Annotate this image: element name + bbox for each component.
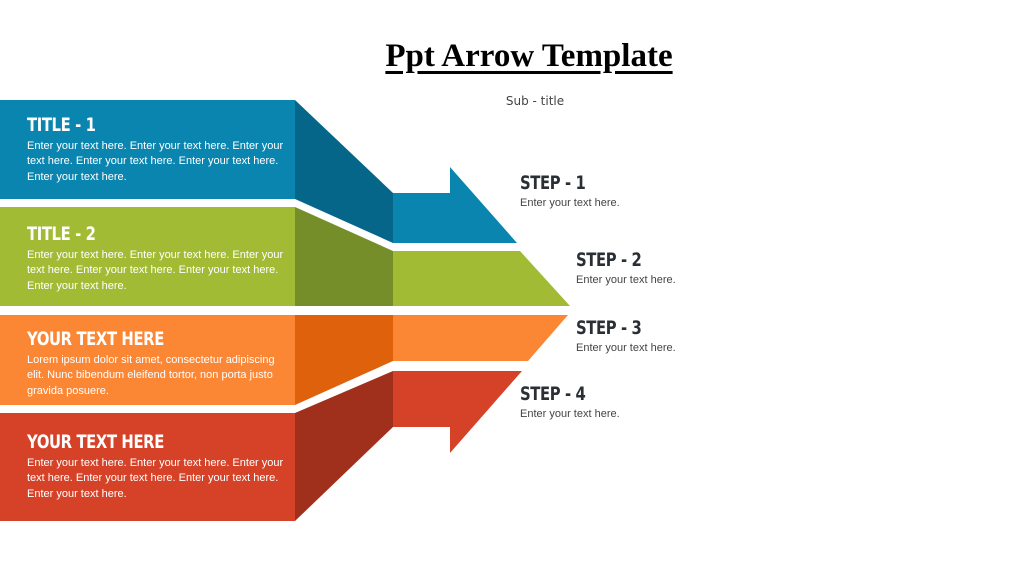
band-1-text: TITLE - 1 Enter your text here. Enter yo… (27, 113, 285, 185)
band-1-heading: TITLE - 1 (27, 114, 96, 136)
step-4-heading: STEP - 4 (520, 383, 586, 405)
slide-title-text: Ppt Arrow Template (385, 38, 673, 74)
arrow-2-side-face (295, 207, 393, 306)
arrow-4-side-face (295, 371, 393, 521)
step-2: STEP - 2 Enter your text here. (576, 248, 676, 286)
arrow-3-orange[interactable] (0, 315, 568, 405)
step-3-body: Enter your text here. (576, 342, 676, 354)
arrow-4-front-face (0, 413, 295, 521)
band-4-body: Enter your text here. Enter your text he… (27, 457, 284, 500)
arrow-2-front-face (0, 207, 295, 306)
band-3-heading: YOUR TEXT HERE (27, 328, 164, 350)
slide-subtitle-text: Sub - title (505, 94, 565, 108)
arrow-2-head (393, 251, 570, 306)
arrow-1-head (393, 167, 517, 243)
step-4: STEP - 4 Enter your text here. (520, 382, 620, 420)
band-1-body: Enter your text here. Enter your text he… (27, 140, 284, 183)
step-1-heading: STEP - 1 (520, 172, 586, 194)
step-4-body: Enter your text here. (520, 408, 620, 420)
band-2-heading: TITLE - 2 (27, 223, 96, 245)
arrow-3-head (393, 315, 568, 361)
band-2-body: Enter your text here. Enter your text he… (27, 249, 284, 292)
arrow-3-front-face (0, 315, 295, 405)
band-2-text: TITLE - 2 Enter your text here. Enter yo… (27, 222, 285, 294)
step-1: STEP - 1 Enter your text here. (520, 171, 620, 209)
arrow-3-side-face (295, 315, 393, 405)
band-3-text: YOUR TEXT HERE Lorem ipsum dolor sit ame… (27, 327, 285, 399)
step-3-heading: STEP - 3 (576, 317, 642, 339)
arrow-1-side-face (295, 100, 393, 243)
step-1-body: Enter your text here. (520, 197, 620, 209)
arrow-1-blue[interactable] (0, 100, 517, 243)
arrow-4-head (393, 371, 522, 453)
step-2-body: Enter your text here. (576, 274, 676, 286)
band-4-heading: YOUR TEXT HERE (27, 431, 164, 453)
step-2-heading: STEP - 2 (576, 249, 642, 271)
band-3-body: Lorem ipsum dolor sit amet, consectetur … (27, 354, 275, 397)
arrow-1-front-face (0, 100, 295, 199)
slide-title: Ppt Arrow Template (0, 38, 1024, 75)
step-3: STEP - 3 Enter your text here. (576, 316, 676, 354)
band-4-text: YOUR TEXT HERE Enter your text here. Ent… (27, 430, 285, 502)
slide-subtitle: Sub - title (0, 94, 1024, 108)
arrow-4-red[interactable] (0, 371, 522, 521)
arrow-2-green[interactable] (0, 207, 570, 306)
